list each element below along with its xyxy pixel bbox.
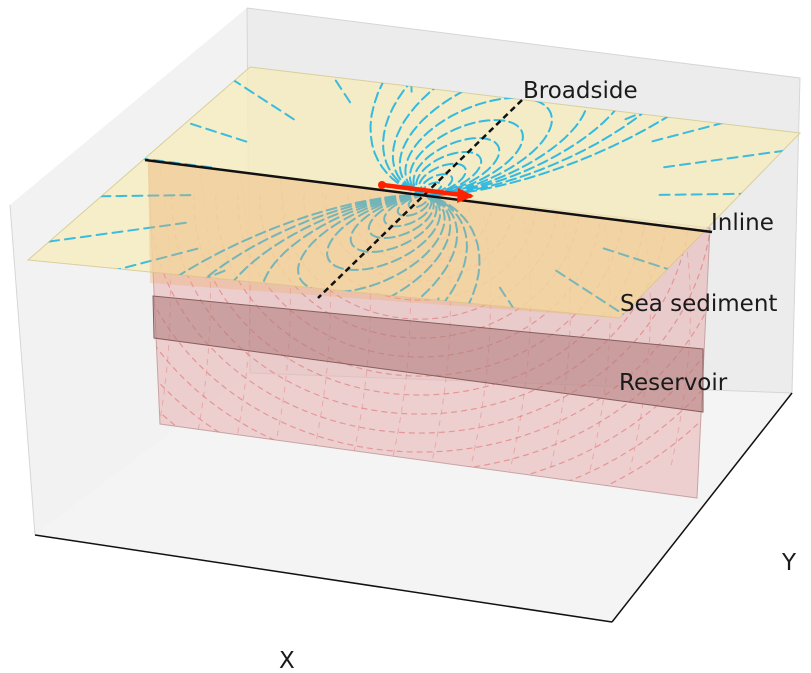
surface-field-line — [398, 69, 590, 197]
reservoir-label: Reservoir — [619, 370, 728, 396]
surface-field-line — [297, 193, 446, 294]
y-axis-label: Y — [781, 550, 797, 576]
surface-field-line — [70, 193, 481, 318]
section-field-line — [549, 199, 571, 471]
section-field-line — [669, 208, 691, 471]
section-overlap-tint — [148, 161, 705, 318]
section-field-line — [148, 194, 710, 472]
dipole-arrow-icon — [378, 181, 474, 203]
sea-sediment-band — [152, 295, 704, 413]
sea-surface-plane — [26, 66, 802, 319]
pane-edge-lines — [246, 7, 801, 394]
section-field-line — [629, 205, 651, 471]
surface-field-line — [391, 67, 635, 197]
surface-field-line — [658, 190, 800, 196]
surface-field-line — [369, 67, 780, 197]
surface-field-line — [28, 221, 187, 267]
broadside-label: Broadside — [523, 78, 638, 104]
surface-field-line — [651, 67, 800, 143]
surface-field-line — [152, 193, 468, 318]
sea-sediment-label: Sea sediment — [620, 291, 777, 317]
pane-edge-lines-3 — [9, 204, 36, 536]
surface-field-line — [349, 193, 438, 253]
x-axis-label: X — [279, 648, 295, 673]
surface-field-line — [382, 67, 698, 197]
surface-field-line — [663, 123, 800, 169]
surface-field-line — [260, 193, 452, 318]
x-axis-line — [34, 534, 613, 623]
surface-field-line — [134, 67, 295, 121]
surface-field-line — [265, 67, 352, 104]
section-field-line — [193, 194, 647, 396]
sea-surface — [26, 66, 802, 319]
inline-label: Inline — [711, 210, 774, 236]
section-field-line — [281, 194, 559, 320]
y-axis-line — [611, 392, 793, 623]
broadside-line — [317, 99, 523, 299]
section-field-line — [171, 194, 669, 415]
inline-line — [144, 158, 713, 234]
surface-field-line — [555, 269, 716, 318]
section-field-line — [589, 202, 611, 471]
